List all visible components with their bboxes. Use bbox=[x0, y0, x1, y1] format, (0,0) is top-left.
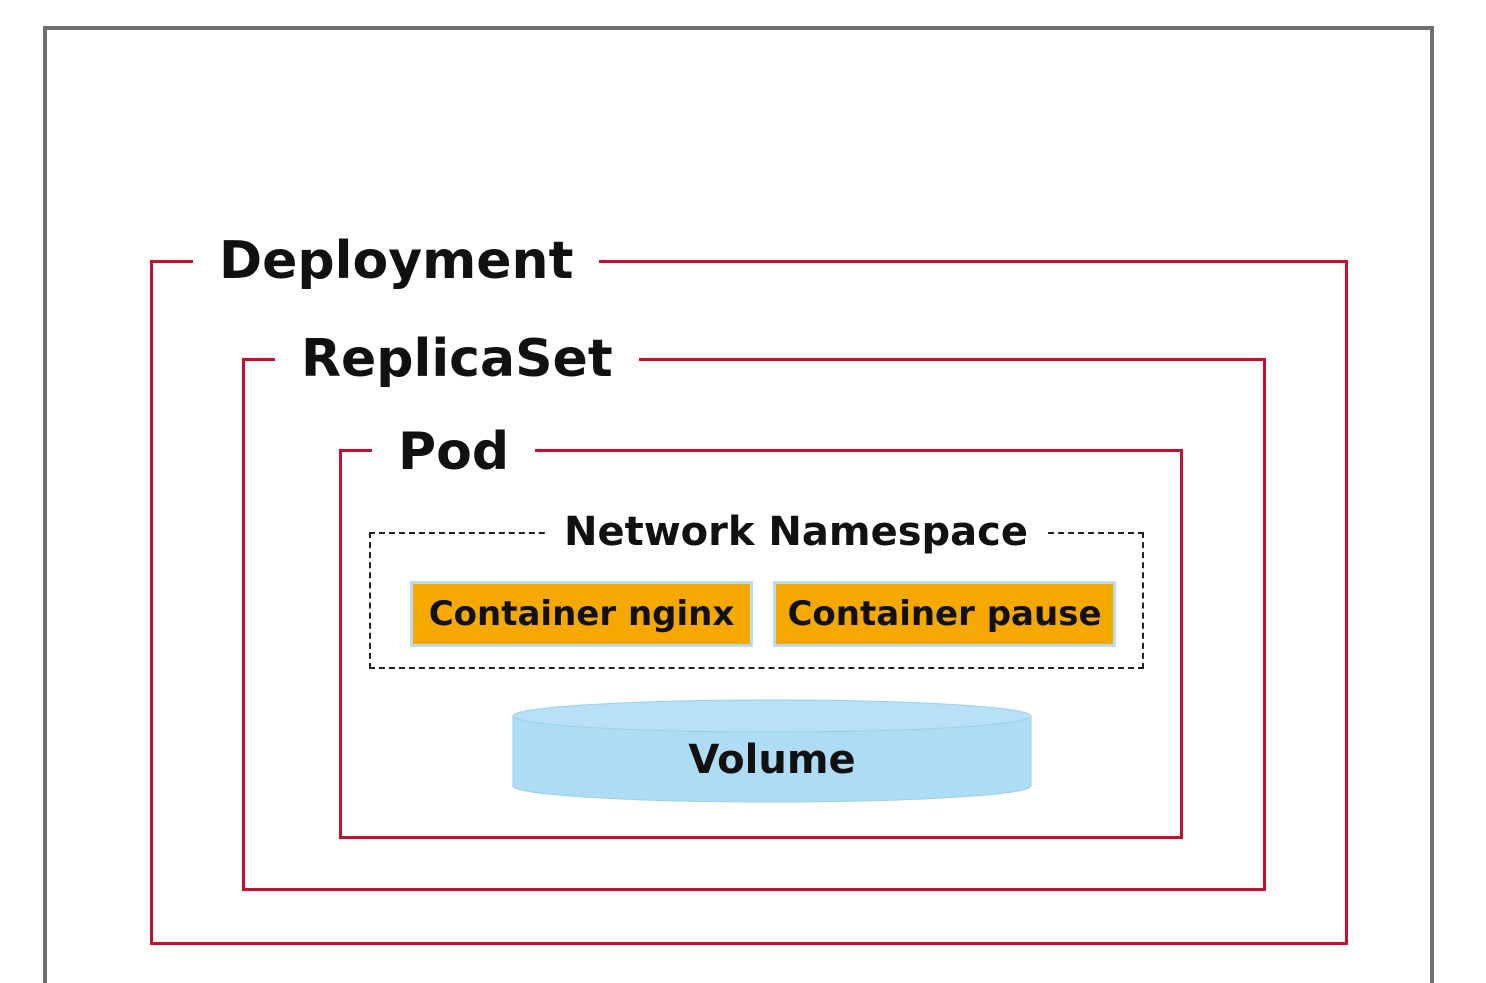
network-namespace-label: Network Namespace bbox=[546, 512, 1046, 552]
replicaset-box: ReplicaSet bbox=[242, 333, 1266, 891]
diagram-frame bbox=[43, 26, 1434, 983]
volume-cylinder-shape bbox=[512, 699, 1032, 803]
container-nginx-box: Container nginx bbox=[410, 581, 753, 647]
container-nginx-label: Container nginx bbox=[428, 594, 735, 634]
container-pause-box: Container pause bbox=[773, 581, 1116, 647]
pod-label: Pod bbox=[372, 426, 536, 478]
volume-label: Volume bbox=[688, 737, 856, 783]
network-namespace-box: Network Namespace bbox=[369, 512, 1144, 669]
deployment-box: Deployment bbox=[150, 235, 1348, 945]
volume-cylinder: Volume bbox=[511, 696, 1033, 806]
deployment-label: Deployment bbox=[193, 235, 600, 287]
pod-box: Pod bbox=[339, 426, 1183, 839]
replicaset-label: ReplicaSet bbox=[275, 333, 639, 385]
container-pause-label: Container pause bbox=[787, 594, 1102, 634]
